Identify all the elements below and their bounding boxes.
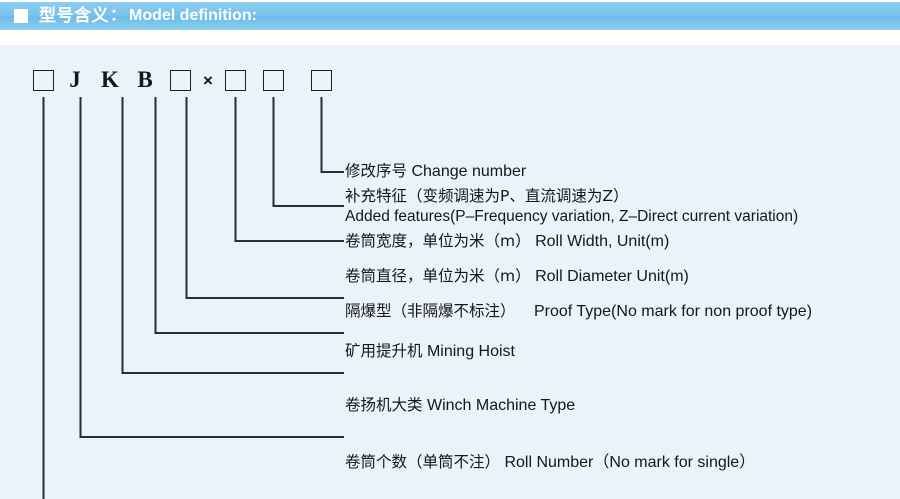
- legend-en-roll-number: Roll Number（No mark for single）: [504, 454, 756, 471]
- code-letter-j: J: [69, 67, 81, 92]
- legend-en-mining-hoist: Mining Hoist: [426, 343, 515, 360]
- legend-item-winch-machine-type: 卷扬机大类 Winch Machine Type: [345, 393, 575, 415]
- leader-winch-machine-type: [79, 97, 344, 438]
- legend-en-winch-machine-type: Winch Machine Type: [426, 397, 576, 414]
- legend-en-change-number: Change number: [411, 163, 527, 180]
- leader-roll-width: [234, 97, 344, 242]
- legend-en-proof-type: Proof Type(No mark for non proof type): [533, 303, 813, 320]
- legend-en-added-features: Added features(P–Frequency variation, Z–…: [345, 208, 799, 225]
- code-times-symbol: ×: [203, 71, 213, 90]
- code-box-change-number: [311, 70, 332, 91]
- legend-item-proof-type: 隔爆型（非隔爆不标注） Proof Type(No mark for non p…: [345, 299, 812, 321]
- legend-item-roll-width: 卷筒宽度，单位为米（m） Roll Width, Unit(m): [345, 229, 669, 251]
- model-code-row: J K B ×: [0, 45, 900, 93]
- section-header-bar: 型号含义 ： Model definition:: [0, 2, 900, 30]
- legend-cn-change-number: 修改序号: [345, 162, 408, 180]
- leader-proof-type: [154, 97, 344, 334]
- leader-roll-diameter: [185, 97, 344, 299]
- legend-cn-proof-type: 隔爆型（非隔爆不标注）: [345, 302, 516, 320]
- code-letter-b: B: [137, 67, 153, 92]
- code-box-roll-width: [263, 70, 284, 91]
- header-title-en: Model definition:: [129, 7, 257, 24]
- legend-item-added-features: 补充特征（变频调速为P、直流调速为Z） Added features(P–Fre…: [345, 184, 798, 226]
- header-title-cn: 型号含义: [39, 5, 109, 26]
- legend-en-roll-width: Roll Width, Unit(m): [535, 233, 670, 250]
- code-box-proof-type: [170, 70, 191, 91]
- code-box-roll-diameter: [225, 70, 246, 91]
- legend-cn-roll-diameter: 卷筒直径，单位为米（m）: [345, 267, 531, 285]
- legend-item-mining-hoist: 矿用提升机 Mining Hoist: [345, 339, 515, 361]
- legend-en-roll-diameter: Roll Diameter Unit(m): [535, 268, 689, 285]
- legend-cn-roll-number: 卷筒个数（单筒不注）: [345, 453, 501, 471]
- leader-roll-number: [42, 97, 45, 499]
- leader-mining-hoist: [121, 97, 344, 374]
- leader-change-number: [320, 97, 344, 173]
- legend-cn-mining-hoist: 矿用提升机: [345, 342, 423, 360]
- code-box-roll-number: [33, 70, 54, 91]
- code-letter-k: K: [101, 67, 119, 92]
- legend-cn-roll-width: 卷筒宽度，单位为米（m）: [345, 232, 531, 250]
- filled-square-icon: [14, 9, 28, 23]
- legend-cn-added-features: 补充特征（变频调速为P、直流调速为Z）: [345, 187, 629, 205]
- legend-item-change-number: 修改序号 Change number: [345, 159, 526, 181]
- legend-item-roll-diameter: 卷筒直径，单位为米（m） Roll Diameter Unit(m): [345, 264, 689, 286]
- leader-added-features: [272, 97, 344, 207]
- model-definition-diagram: J K B × 修改序号 Chang: [0, 45, 900, 499]
- legend-cn-winch-machine-type: 卷扬机大类: [345, 396, 423, 414]
- header-colon: ：: [110, 7, 127, 24]
- legend-item-roll-number: 卷筒个数（单筒不注） Roll Number（No mark for singl…: [345, 448, 755, 472]
- leader-lines-group: [42, 97, 344, 499]
